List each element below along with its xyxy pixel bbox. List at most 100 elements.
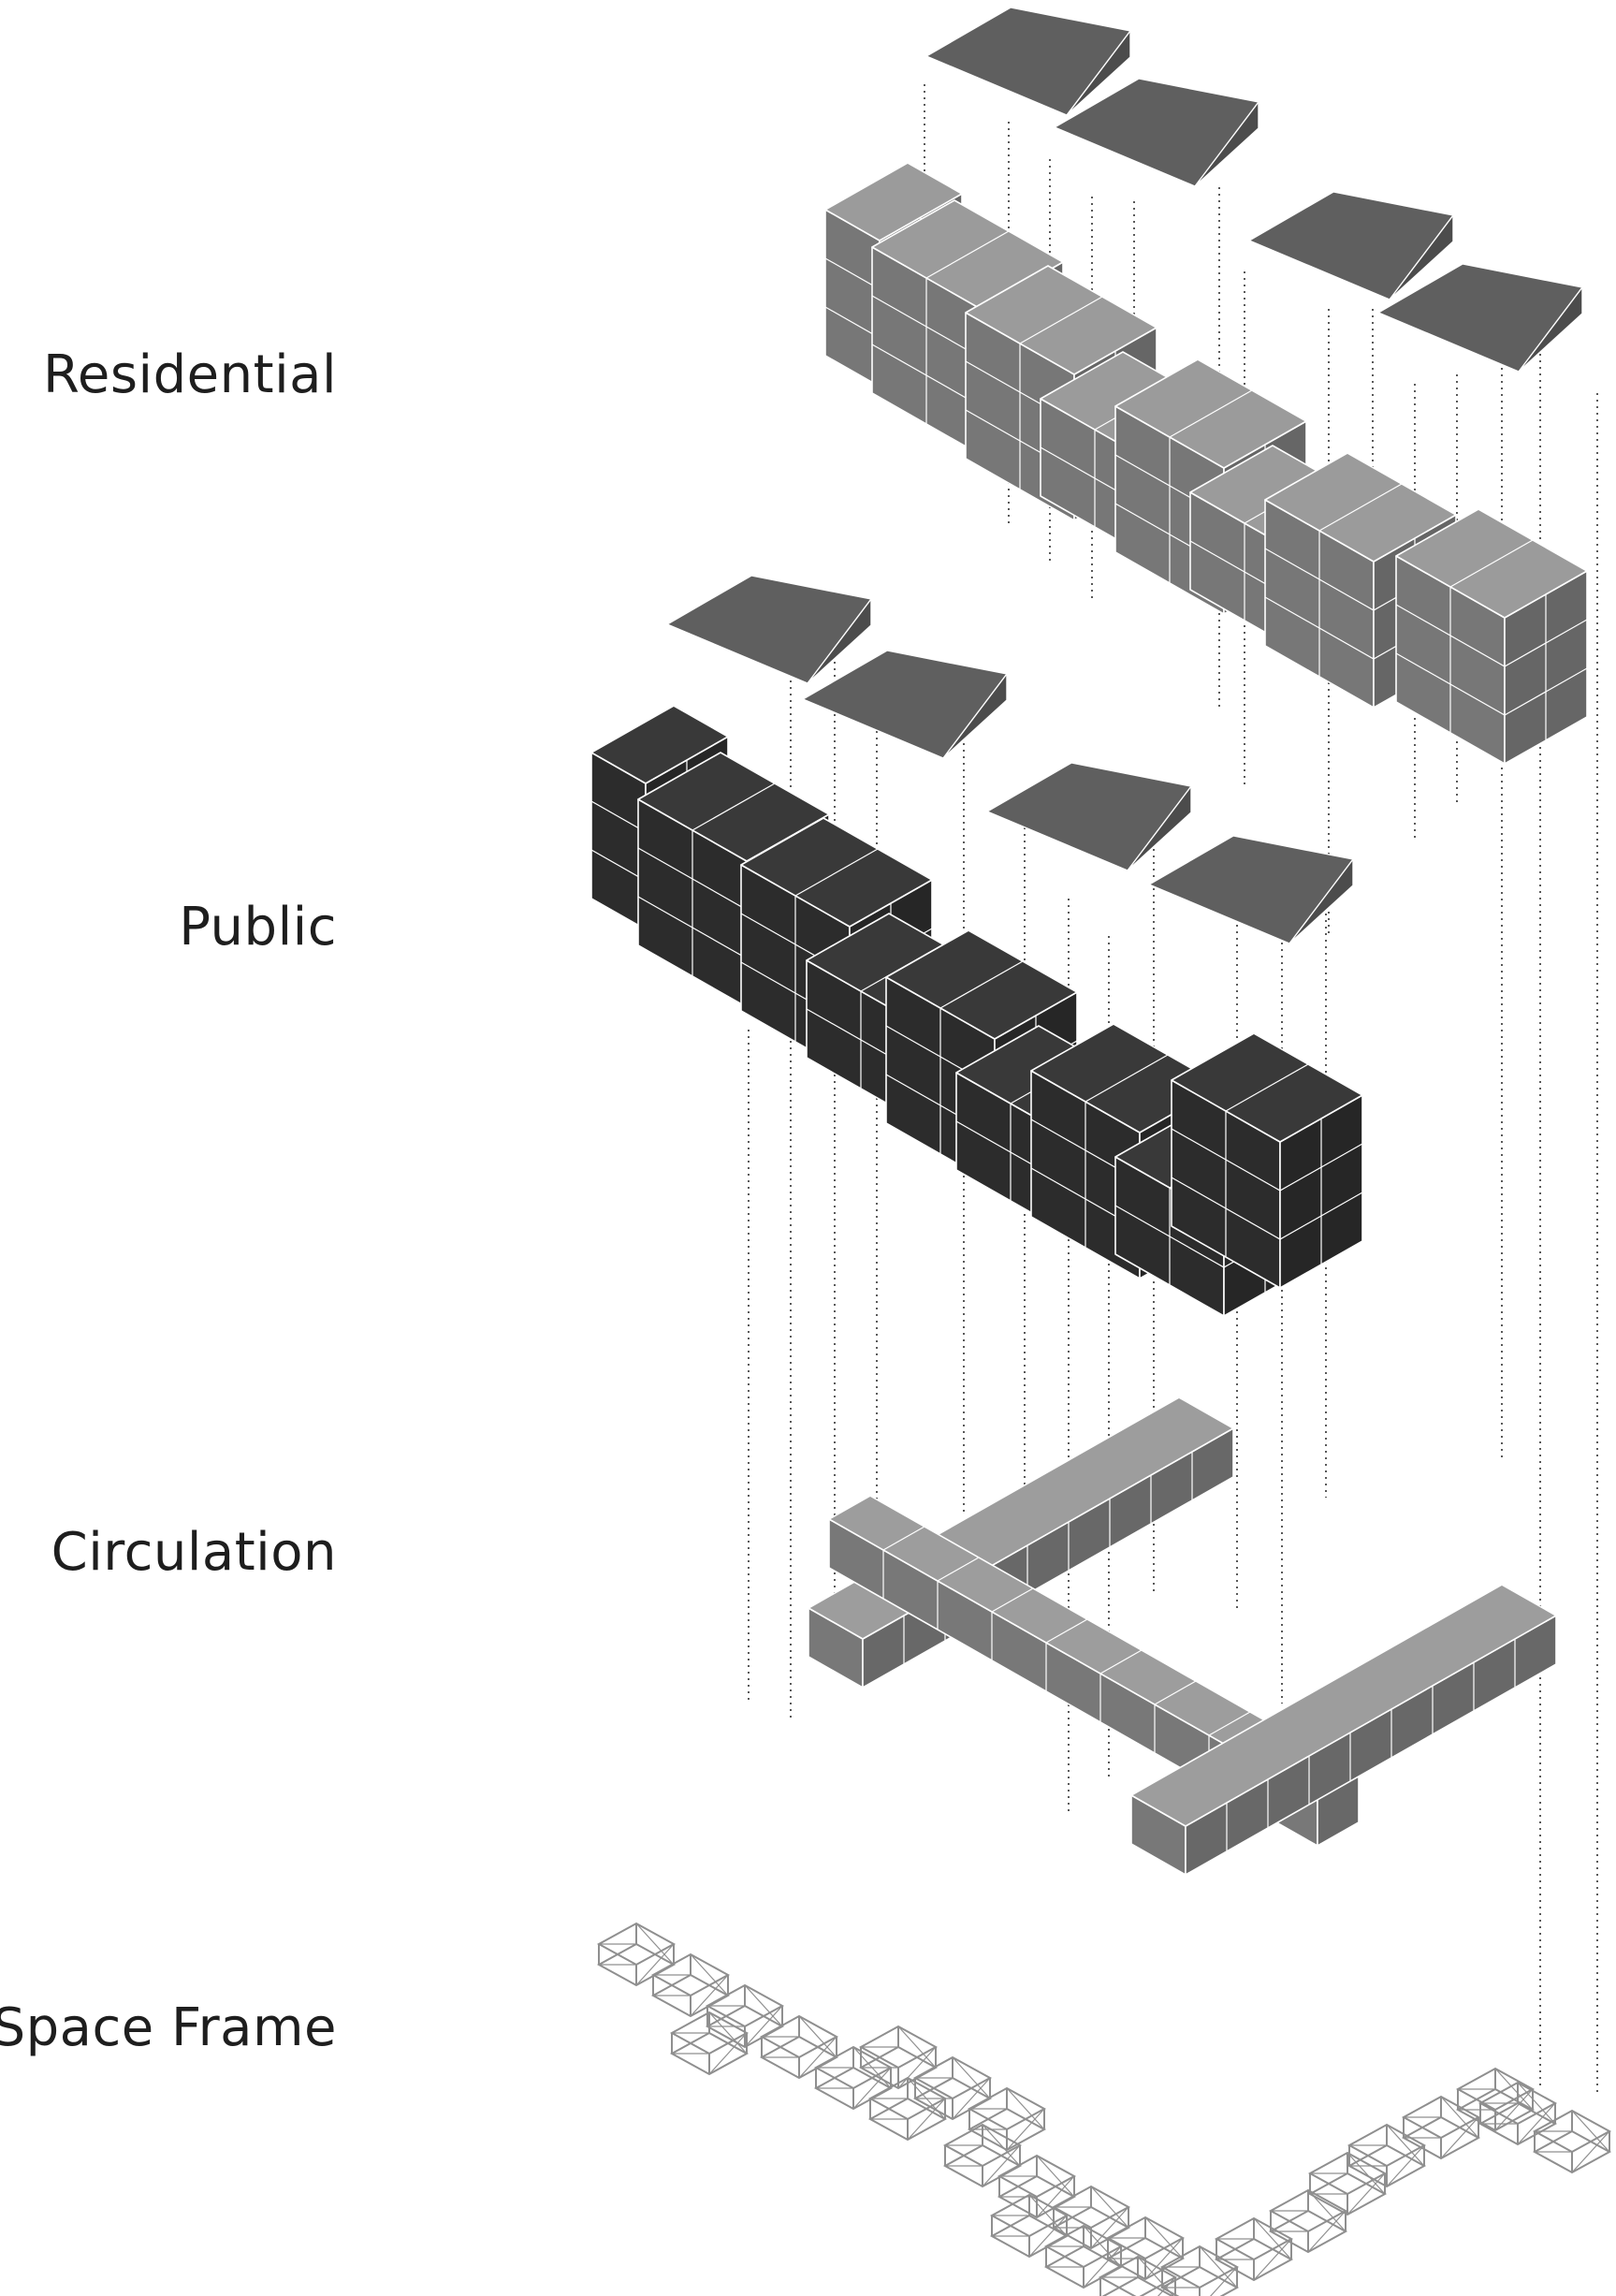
space-frame-module: [912, 2055, 993, 2121]
space-frame-module: [650, 1952, 731, 2018]
roof-gable: [807, 596, 872, 684]
truss-brace: [1210, 2266, 1238, 2296]
module-line: [1099, 1649, 1143, 1674]
residential-volume: [1395, 508, 1588, 765]
module-line: [1169, 389, 1253, 438]
label-space-frame: Space Frame: [0, 1997, 337, 2058]
space-frame-module: [867, 2076, 948, 2142]
truss-brace: [982, 2124, 1021, 2167]
space-frame-module: [1347, 2123, 1427, 2188]
truss-brace: [1199, 2245, 1238, 2289]
module-line: [925, 230, 1010, 279]
module-line: [1449, 539, 1534, 588]
truss-brace: [952, 2056, 991, 2099]
module-line: [1225, 1063, 1309, 1112]
roof-gable: [1194, 99, 1259, 187]
roof-gable: [1518, 285, 1583, 373]
space-frame-module: [967, 2086, 1047, 2152]
floor-line: [1395, 604, 1588, 667]
truss-brace: [708, 2032, 748, 2075]
roof: [1247, 191, 1454, 300]
label-residential: Residential: [43, 344, 337, 405]
truss-brace: [1517, 2102, 1556, 2145]
roof-slope: [801, 650, 1008, 759]
space-frame-module: [1455, 2067, 1536, 2132]
box-top-face: [824, 162, 963, 241]
roof: [1147, 835, 1354, 944]
floor-line: [1395, 652, 1588, 716]
space-frame-module: [1159, 2245, 1240, 2296]
box-top-face: [590, 705, 729, 784]
truss-brace: [635, 1943, 675, 1986]
module-line: [1208, 1711, 1251, 1736]
residential-layer: [824, 162, 1588, 765]
module-line: [991, 1587, 1034, 1613]
truss-brace: [1083, 2245, 1122, 2289]
truss-brace: [982, 2144, 1021, 2187]
roof-gable: [1288, 856, 1354, 944]
roof: [1053, 78, 1259, 187]
roof-slope: [985, 762, 1192, 871]
truss-brace: [1386, 2124, 1425, 2167]
truss-brace: [1517, 2082, 1556, 2125]
circulation-bar-c: [1130, 1584, 1557, 1876]
truss-brace: [1494, 2068, 1534, 2111]
roof: [665, 575, 872, 684]
public-layer: [590, 705, 1363, 1317]
roof-gable: [942, 671, 1008, 759]
truss-brace: [1090, 2206, 1129, 2249]
module-line: [692, 782, 776, 831]
truss-brace: [852, 2067, 892, 2110]
truss-brace: [798, 2036, 837, 2079]
roof-slope: [1147, 835, 1354, 944]
truss-brace: [907, 2098, 946, 2141]
roof-slope: [1247, 191, 1454, 300]
truss-brace: [635, 1923, 675, 1966]
truss-brace: [897, 2025, 937, 2069]
roof-gable: [1127, 783, 1192, 871]
truss-brace: [1144, 2216, 1184, 2259]
module-line: [937, 1557, 980, 1582]
truss-brace: [897, 2046, 937, 2089]
space-frame-module: [942, 2123, 1023, 2188]
roof-gable: [1389, 212, 1454, 300]
module-line: [1318, 483, 1403, 532]
space-frame-module: [669, 2011, 750, 2076]
truss-brace: [1347, 2152, 1386, 2195]
truss-brace: [1253, 2217, 1292, 2260]
truss-brace: [1571, 2130, 1610, 2173]
roof: [801, 650, 1008, 759]
truss-brace: [952, 2077, 991, 2120]
module-line: [939, 960, 1024, 1009]
truss-brace: [1440, 2096, 1479, 2139]
truss-brace: [1571, 2110, 1610, 2153]
label-public: Public: [179, 897, 337, 958]
truss-brace: [1006, 2087, 1045, 2130]
space-frame-module: [1043, 2224, 1124, 2289]
truss-brace: [1253, 2238, 1292, 2281]
space-frame-layer: [596, 1922, 1612, 2296]
space-frame-module: [989, 2193, 1070, 2259]
truss-brace: [1036, 2155, 1075, 2198]
box-top-face: [1130, 1584, 1557, 1827]
module-line: [1045, 1618, 1088, 1644]
roofs: [665, 7, 1583, 944]
truss-brace: [798, 2015, 837, 2058]
public-volume: [1171, 1032, 1363, 1289]
module-line: [1085, 1054, 1169, 1103]
truss-brace: [1028, 2215, 1068, 2258]
truss-brace: [1036, 2175, 1075, 2218]
roof: [985, 762, 1192, 871]
space-frame-module: [1268, 2188, 1348, 2254]
truss-brace: [1386, 2144, 1425, 2187]
roof: [1376, 263, 1583, 373]
truss-brace: [708, 2011, 748, 2055]
space-frame-module: [1214, 2216, 1294, 2282]
truss-brace: [1347, 2172, 1386, 2216]
truss-brace: [744, 2005, 783, 2048]
space-frame-module: [759, 2014, 839, 2080]
space-frame-module: [997, 2154, 1077, 2219]
roof-gable: [1066, 28, 1131, 116]
truss-brace: [1440, 2116, 1479, 2159]
